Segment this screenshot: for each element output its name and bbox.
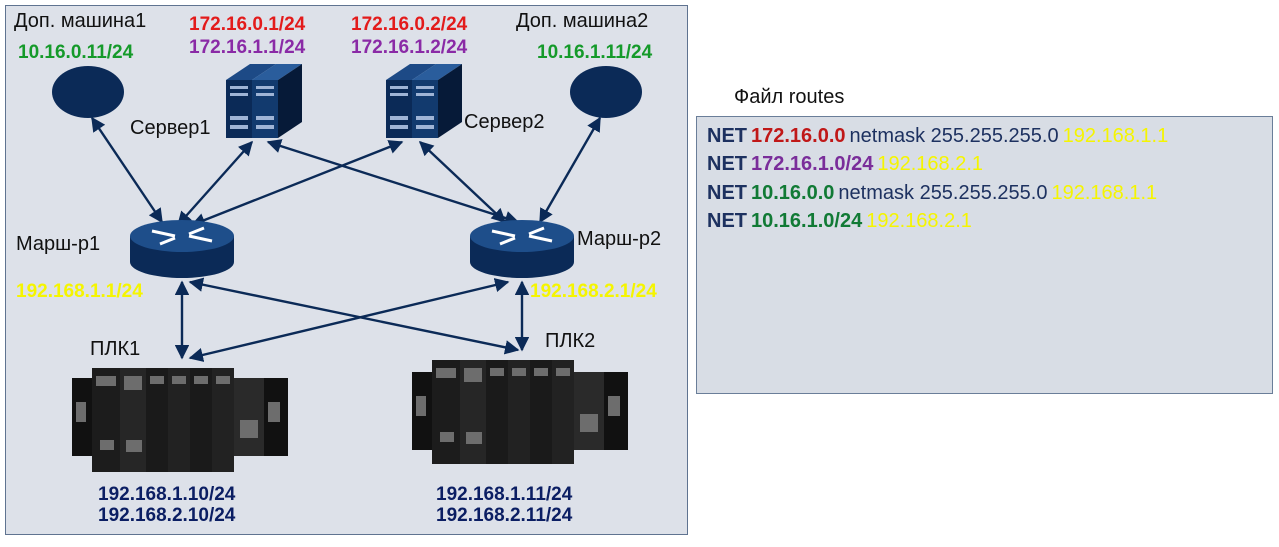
plc2-label: ПЛК2 — [545, 330, 596, 352]
route-gateway: 192.168.1.1 — [1062, 125, 1169, 147]
link-server1-router1 — [177, 140, 253, 227]
server1-ip-b: 172.16.1.1/24 — [189, 37, 306, 58]
router1-icon — [130, 220, 234, 278]
route-keyword: NET — [707, 210, 747, 232]
router2-icon — [470, 220, 574, 278]
dop1-ip: 10.16.0.11/24 — [18, 42, 134, 63]
plc2-ip-b: 192.168.2.11/24 — [436, 505, 573, 526]
plc1-ip-b: 192.168.2.10/24 — [98, 505, 236, 526]
server1-label: Сервер1 — [130, 117, 211, 139]
dop1-label: Доп. машина1 — [14, 10, 147, 32]
route-netmask: netmask 255.255.255.0 — [849, 125, 1059, 147]
server2-label: Сервер2 — [464, 111, 545, 133]
route-gateway: 192.168.2.1 — [877, 153, 983, 175]
routes-title: Файл routes — [734, 86, 845, 108]
plc2-ip-a: 192.168.1.11/24 — [436, 484, 573, 505]
server1-icon — [226, 64, 302, 138]
plc1-ip-a: 192.168.1.10/24 — [98, 484, 236, 505]
router1-label: Марш-р1 — [16, 233, 101, 255]
server2-ip-a: 172.16.0.2/24 — [351, 14, 468, 35]
route-network: 172.16.1.0/24 — [751, 153, 874, 175]
route-keyword: NET — [707, 125, 747, 147]
route-network: 10.16.0.0 — [751, 182, 835, 204]
link-dop2-router2 — [538, 116, 602, 224]
link-server2-router2 — [418, 141, 507, 223]
link-dop1-router1 — [91, 116, 163, 224]
route-keyword: NET — [707, 182, 747, 204]
route-keyword: NET — [707, 153, 747, 175]
router1-ip: 192.168.1.1/24 — [16, 281, 143, 302]
connections — [91, 116, 602, 362]
route-netmask: netmask 255.255.255.0 — [838, 182, 1048, 204]
server2-icon — [386, 64, 462, 138]
plc2-device — [412, 360, 628, 464]
router2-label: Марш-р2 — [577, 228, 662, 250]
route-network: 172.16.0.0 — [751, 125, 846, 147]
dop2-ip: 10.16.1.11/24 — [537, 42, 653, 63]
server1-ip-a: 172.16.0.1/24 — [189, 14, 306, 35]
plc1-label: ПЛК1 — [90, 338, 141, 360]
link-server1-router2 — [266, 139, 520, 225]
dop2-label: Доп. машина2 — [516, 10, 649, 32]
router2-ip: 192.168.2.1/24 — [530, 281, 657, 302]
link-router2-plc1 — [188, 278, 510, 362]
dop2-node — [570, 66, 642, 118]
route-gateway: 192.168.1.1 — [1051, 182, 1158, 204]
route-network: 10.16.1.0/24 — [751, 210, 863, 232]
link-server2-router1 — [190, 140, 404, 227]
server2-ip-b: 172.16.1.2/24 — [351, 37, 468, 58]
route-gateway: 192.168.2.1 — [866, 210, 972, 232]
dop1-node — [52, 66, 124, 118]
plc1-device — [72, 368, 288, 472]
